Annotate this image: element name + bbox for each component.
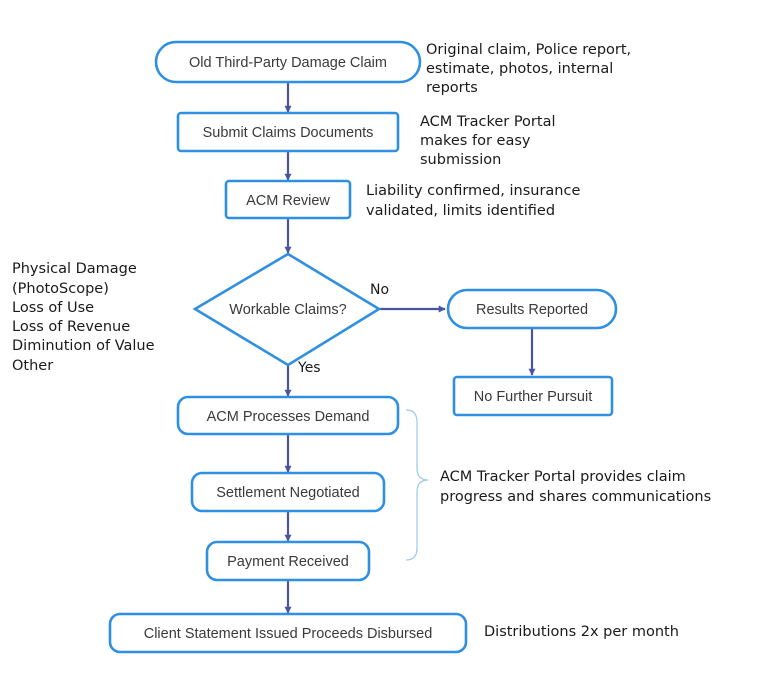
- note-damage-type: Loss of Revenue: [12, 319, 130, 335]
- note-original-claim-line: Original claim, Police report,: [426, 42, 631, 58]
- node-settlement-negotiated: [190, 471, 386, 513]
- node-old-claim: [154, 40, 422, 84]
- node-workable-label: Workable Claims?: [229, 302, 346, 318]
- note-damage-type: Loss of Use: [12, 300, 94, 316]
- node-settlement-negotiated-label: Settlement Negotiated: [216, 485, 359, 501]
- node-submit-docs: [176, 111, 400, 153]
- note-tracker-portal-line: progress and shares communications: [440, 489, 711, 505]
- node-client-statement: [108, 612, 468, 654]
- note-tracker-portal-line: ACM Tracker Portal provides claim: [440, 469, 686, 485]
- node-results-reported: [446, 288, 618, 330]
- note-original-claim: Original claim, Police report, estimate,…: [426, 42, 631, 96]
- note-damage-type: Physical Damage: [12, 261, 137, 277]
- note-distributions: Distributions 2x per month: [484, 624, 679, 640]
- node-processes-demand: [176, 395, 400, 436]
- node-client-statement-label: Client Statement Issued Proceeds Disburs…: [144, 626, 433, 642]
- note-submit-portal-line: ACM Tracker Portal: [420, 114, 555, 130]
- note-original-claim-line: reports: [426, 80, 478, 96]
- note-acm-review-line: validated, limits identified: [366, 203, 555, 219]
- note-submit-portal: ACM Tracker Portal makes for easy submis…: [420, 114, 555, 168]
- node-workable-decision: [192, 252, 382, 367]
- note-submit-portal-line: submission: [420, 152, 501, 168]
- tracker-portal-brace: [405, 409, 429, 561]
- node-no-further-pursuit: [452, 375, 614, 417]
- node-processes-demand-label: ACM Processes Demand: [207, 409, 370, 425]
- node-results-reported-label: Results Reported: [476, 302, 588, 318]
- note-damage-type: Diminution of Value: [12, 338, 155, 354]
- edge-label-no: No: [370, 282, 389, 298]
- node-old-claim-label: Old Third-Party Damage Claim: [189, 55, 387, 71]
- edge-label-yes: Yes: [297, 360, 321, 376]
- node-acm-review-label: ACM Review: [246, 193, 330, 209]
- note-original-claim-line: estimate, photos, internal: [426, 61, 613, 77]
- node-payment-received-label: Payment Received: [227, 554, 349, 570]
- note-damage-types: Physical Damage (PhotoScope) Loss of Use…: [12, 261, 155, 374]
- note-damage-type: Other: [12, 358, 53, 374]
- note-acm-review-line: Liability confirmed, insurance: [366, 183, 580, 199]
- note-damage-type: (PhotoScope): [12, 281, 109, 297]
- note-tracker-portal: ACM Tracker Portal provides claim progre…: [440, 469, 711, 505]
- node-submit-docs-label: Submit Claims Documents: [203, 125, 374, 141]
- node-payment-received: [205, 540, 371, 582]
- note-acm-review: Liability confirmed, insurance validated…: [366, 183, 580, 219]
- note-submit-portal-line: makes for easy: [420, 133, 531, 149]
- note-distributions-line: Distributions 2x per month: [484, 624, 679, 640]
- node-no-further-pursuit-label: No Further Pursuit: [474, 389, 592, 405]
- node-acm-review: [224, 179, 352, 220]
